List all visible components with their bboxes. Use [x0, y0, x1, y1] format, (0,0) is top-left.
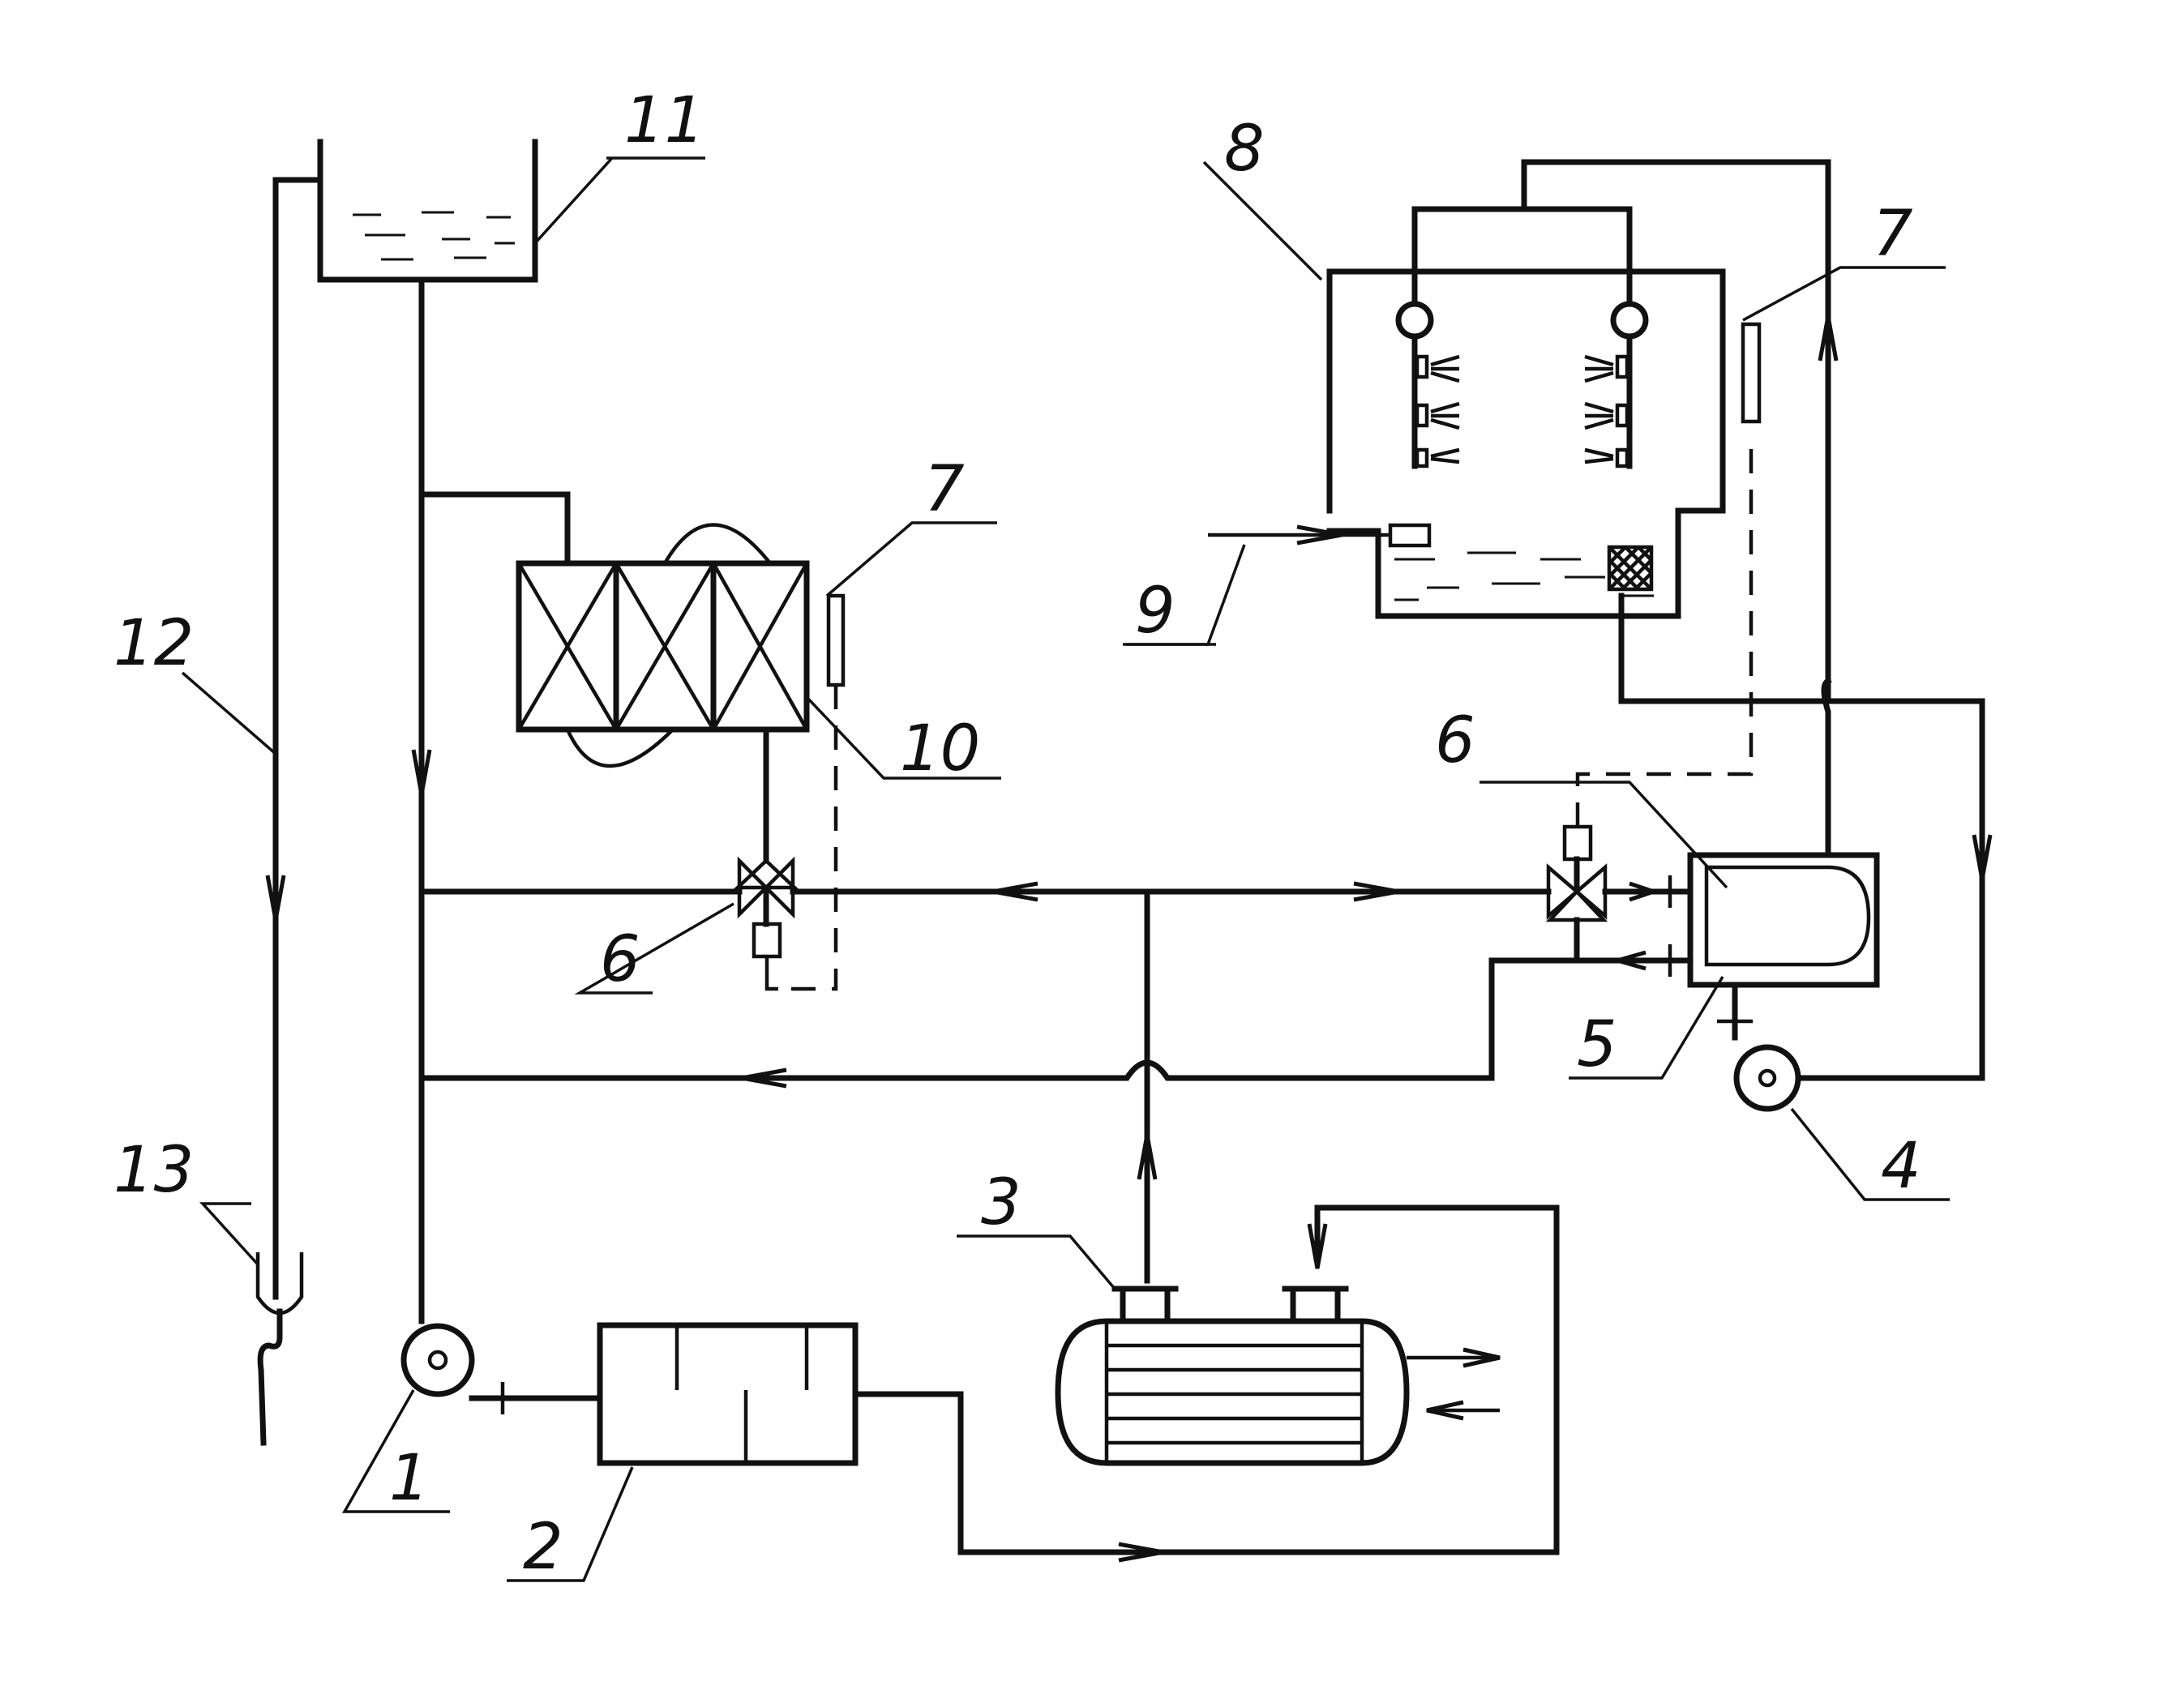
number-labels: 11 8 7 7 10 6 6 5 4 9 12 13 1 2 3 — [113, 84, 1921, 1584]
label-valve-6-left: 6 — [600, 923, 640, 996]
arrow-down-icon — [1307, 1223, 1328, 1269]
unit-2 — [597, 1204, 1560, 1563]
supply-line — [411, 276, 571, 1324]
temperature-sensor-7-right — [1741, 322, 1762, 424]
label-unit-2: 2 — [523, 1511, 563, 1584]
air-cooler-10 — [516, 523, 810, 850]
label-sensor-7-right: 7 — [1873, 198, 1913, 271]
return-line — [418, 957, 1588, 1089]
label-unit-5: 5 — [1577, 1008, 1617, 1081]
shell-and-tube-exchanger-3 — [1055, 1286, 1501, 1466]
arrow-right-icon — [1353, 881, 1399, 902]
arrow-down-icon — [265, 875, 286, 921]
three-way-valve-6-left — [733, 844, 799, 991]
arrow-left-icon — [741, 1067, 787, 1089]
arrow-right-icon — [1462, 1347, 1501, 1368]
distribution-line — [418, 881, 1552, 1284]
arrow-right-icon — [1296, 524, 1343, 545]
leader-lines — [181, 156, 1950, 1582]
label-chamber-8: 8 — [1224, 113, 1265, 186]
label-pump-1: 1 — [389, 1442, 430, 1515]
arrow-up-icon — [1818, 315, 1839, 362]
label-inlet-9: 9 — [1135, 575, 1176, 648]
arrow-left-icon — [1609, 950, 1647, 971]
label-valve-6-right: 6 — [1435, 704, 1475, 777]
arrow-left-icon — [992, 881, 1038, 902]
arrow-down-icon — [411, 749, 432, 795]
spray-chamber-8 — [1326, 206, 1726, 619]
arrow-left-icon — [1426, 1400, 1464, 1421]
drain-funnel-13 — [255, 1252, 304, 1446]
arrow-up-icon — [1137, 1134, 1158, 1180]
overflow-pipe-12 — [265, 177, 323, 1300]
inlet-9 — [1208, 524, 1390, 545]
label-tank-11: 11 — [624, 84, 704, 157]
temperature-sensor-7-left — [778, 593, 846, 991]
riser-to-chamber — [1521, 159, 1839, 858]
arrow-right-icon — [1118, 1542, 1164, 1563]
pump-4 — [1618, 593, 1993, 1112]
label-sensor-7-left: 7 — [924, 453, 965, 526]
label-unit-3: 3 — [981, 1166, 1021, 1239]
label-coil-10: 10 — [900, 712, 980, 785]
arrow-down-icon — [1972, 834, 1993, 880]
label-pump-4: 4 — [1881, 1130, 1921, 1203]
tank-11 — [317, 139, 538, 283]
label-drain-13: 13 — [113, 1134, 194, 1207]
label-pipe-12: 12 — [113, 607, 194, 680]
arrow-right-icon — [1629, 881, 1660, 902]
pump-1 — [400, 1323, 603, 1414]
three-way-valve-6-right — [1545, 442, 1754, 977]
heat-exchanger-5 — [1687, 852, 1880, 1041]
